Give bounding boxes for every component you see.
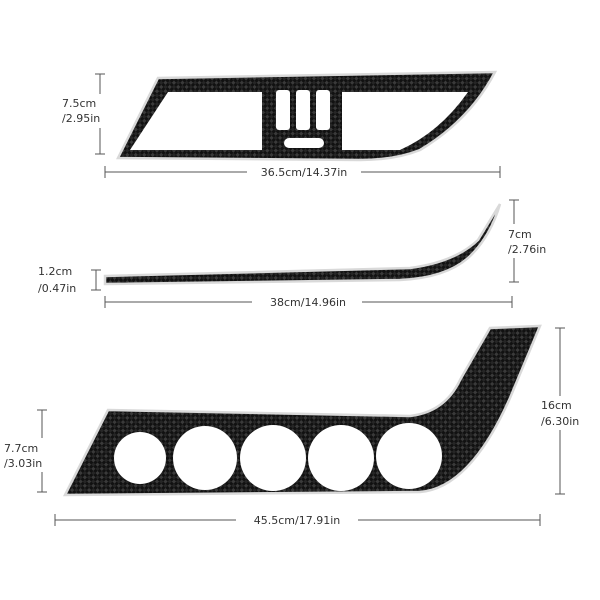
strip-width-label: 38cm/14.96in (270, 296, 346, 309)
switch-panel-right-height-in-label: /6.30in (541, 415, 579, 428)
air-vent-trim-body (115, 70, 498, 162)
strip-right-height-in-label: /2.76in (508, 243, 546, 256)
air-vent-height-in-label: /2.95in (62, 112, 100, 125)
air-vent-width-label: 36.5cm/14.37in (261, 166, 348, 179)
strip-left-height-cm-label: 1.2cm (38, 265, 72, 278)
air-vent-trim (115, 70, 498, 162)
switch-panel-left-height-cm-label: 7.7cm (4, 442, 38, 455)
switch-panel-left-height-dimension: 7.7cm /3.03in (0, 409, 64, 493)
switch-panel-right-height-cm-label: 16cm (541, 399, 572, 412)
air-vent-height-cm-label: 7.5cm (62, 97, 96, 110)
strip-right-height-cm-label: 7cm (508, 228, 532, 241)
air-vent-width-dimension: 36.5cm/14.37in (104, 164, 501, 180)
strip-width-dimension: 38cm/14.96in (104, 294, 513, 310)
air-vent-height-dimension: 7.5cm /2.95in (60, 73, 124, 155)
strip-left-height-dimension: 1.2cm /0.47in (38, 265, 101, 295)
switch-panel-width-dimension: 45.5cm/17.91in (54, 512, 541, 528)
switch-panel-right-height-dimension: 16cm /6.30in (536, 327, 600, 495)
strip-trim-body (103, 203, 502, 286)
strip-trim (103, 203, 502, 286)
strip-left-height-in-label: /0.47in (38, 282, 76, 295)
switch-panel-left-height-in-label: /3.03in (4, 457, 42, 470)
strip-right-height-dimension: 7cm /2.76in (504, 199, 564, 283)
switch-panel-trim-body (62, 324, 542, 497)
switch-panel-width-label: 45.5cm/17.91in (254, 514, 341, 527)
switch-panel-trim (62, 324, 542, 497)
